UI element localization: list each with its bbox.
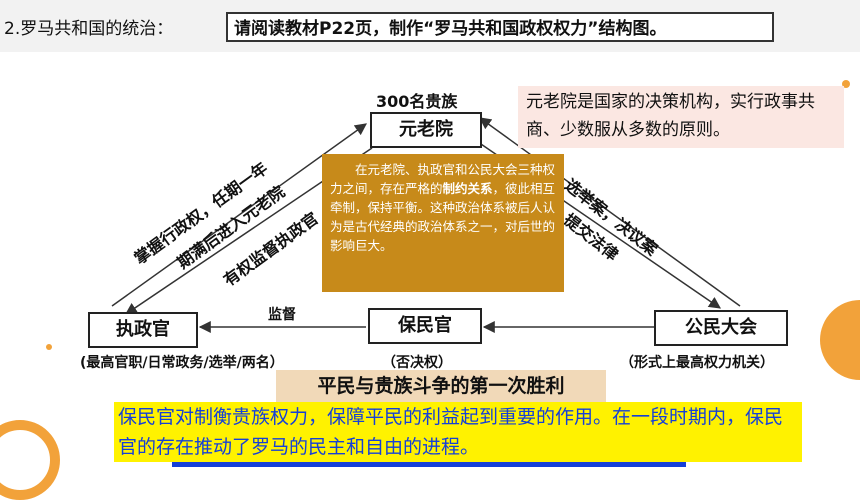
decor-circle-small: [842, 80, 850, 88]
senate-above-label: 300名贵族: [376, 92, 458, 111]
assembly-node: 公民大会: [654, 310, 788, 346]
consul-below-label: (最高官职/日常政务/选举/两名）: [80, 355, 284, 371]
tribune-below-label: （否决权）: [382, 355, 452, 371]
arrow-assembly-to-senate: [479, 117, 741, 307]
balance-keyword: 制约关系: [442, 181, 493, 196]
victory-title: 平民与贵族斗争的第一次胜利: [276, 370, 606, 402]
edge-label-tribune-consul: 监督: [268, 307, 296, 323]
section-heading: 2.罗马共和国的统治：: [4, 19, 174, 39]
conclusion-text: 保民官对制衡贵族权力，保障平民的利益起到重要的作用。在一段时期内，保民官的存在推…: [114, 402, 802, 462]
consul-node: 执政官: [88, 312, 198, 348]
senate-note: 元老院是国家的决策机构，实行政事共商、少数服从多数的原则。: [518, 86, 844, 148]
task-instruction: 请阅读教材P22页，制作“罗马共和国政权权力”结构图。: [226, 12, 774, 42]
checks-balances-note: 在元老院、执政官和公民大会三种权力之间，存在严格的制约关系，彼此相互牵制，保持平…: [322, 154, 564, 292]
decor-dot: [46, 344, 52, 350]
senate-node: 元老院: [370, 112, 482, 148]
assembly-below-label: （形式上最高权力机关）: [620, 355, 774, 371]
tribune-node: 保民官: [368, 308, 482, 344]
underline-bar: [172, 462, 686, 467]
